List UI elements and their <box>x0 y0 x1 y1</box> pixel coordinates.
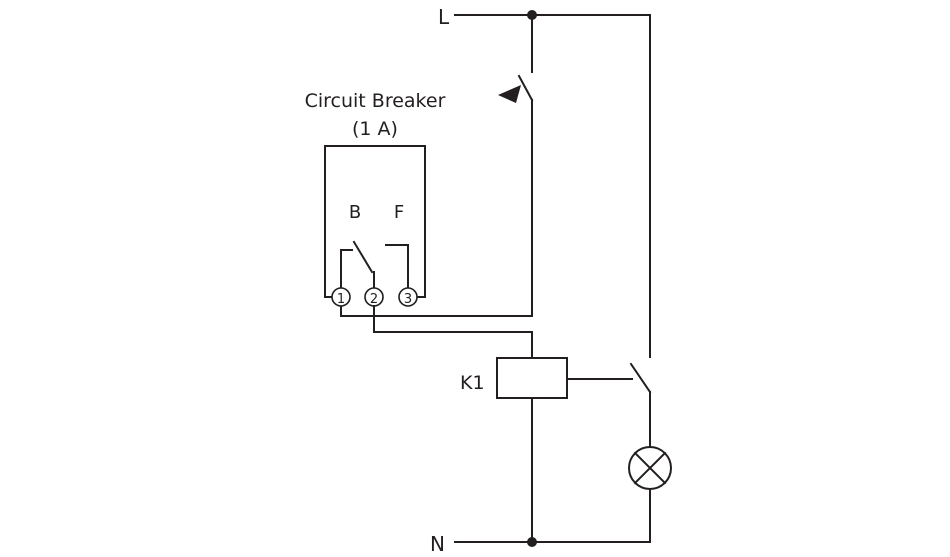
circuit-breaker: Circuit Breaker (1 A) B F 1 2 3 <box>305 90 446 307</box>
push-button-switch <box>498 74 534 103</box>
lamp-icon <box>628 446 672 490</box>
contact-b-label: B <box>349 202 361 223</box>
terminal-1 <box>331 287 351 307</box>
wire-terminal2-to-coil <box>373 305 533 359</box>
breaker-b-contact <box>352 240 374 274</box>
relay-contact <box>629 362 652 394</box>
breaker-housing <box>324 145 426 298</box>
contact-f-label: F <box>394 202 404 223</box>
relay-label: K1 <box>460 372 485 394</box>
terminal-1-label: 1 <box>337 292 345 307</box>
breaker-rating: (1 A) <box>352 118 398 140</box>
relay-coil <box>496 357 568 399</box>
neutral-junction <box>527 537 537 547</box>
breaker-wire-1 <box>340 249 353 289</box>
breaker-f-contact <box>385 244 409 289</box>
breaker-title: Circuit Breaker <box>305 90 446 112</box>
wire-switch-to-terminal1 <box>340 99 533 317</box>
push-arrow-icon <box>498 85 521 103</box>
terminal-3-label: 3 <box>404 292 412 307</box>
terminal-3 <box>398 287 418 307</box>
terminal-2-label: 2 <box>370 292 378 307</box>
neutral-label: N <box>430 532 445 556</box>
line-label: L <box>438 5 450 29</box>
